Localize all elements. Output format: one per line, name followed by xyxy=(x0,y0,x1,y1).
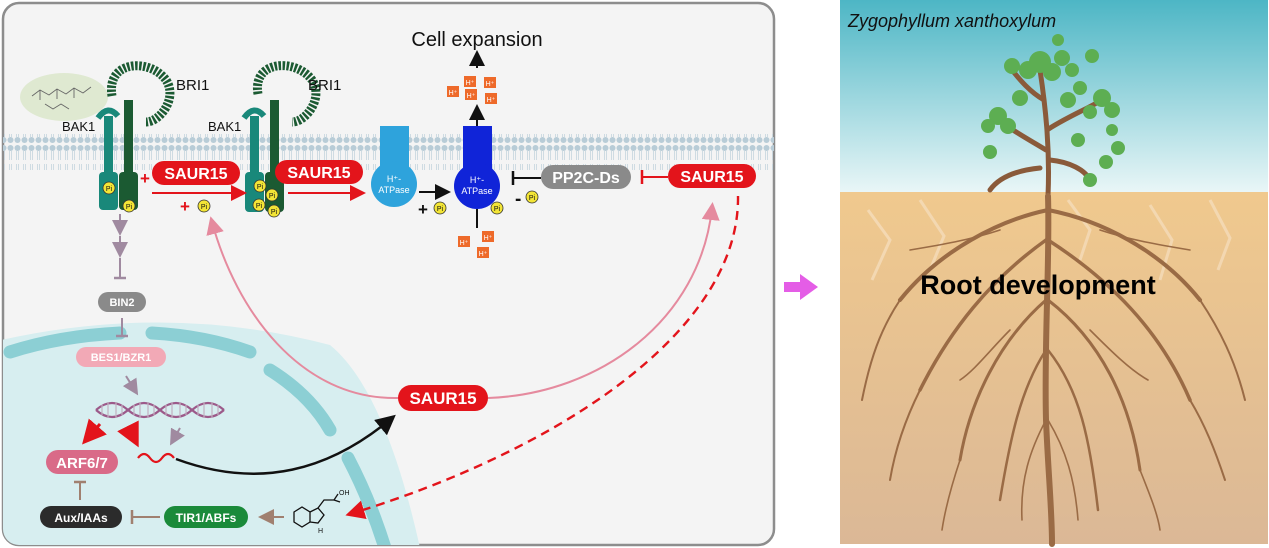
svg-text:Aux/IAAs: Aux/IAAs xyxy=(54,511,108,525)
phosphate-icon: Pi xyxy=(490,201,504,215)
plant-icon xyxy=(861,34,1246,547)
svg-text:H⁺: H⁺ xyxy=(479,251,488,258)
svg-text:H⁺: H⁺ xyxy=(487,97,496,104)
svg-text:H⁺: H⁺ xyxy=(484,235,493,242)
saur15-badge: SAUR15 xyxy=(398,385,488,411)
svg-text:Pi: Pi xyxy=(269,193,276,200)
bak1-label: BAK1 xyxy=(62,119,95,134)
saur15-to-pp2c-arrow xyxy=(487,202,720,399)
svg-text:ATPase: ATPase xyxy=(461,186,492,196)
mrna-icon xyxy=(137,452,175,464)
svg-text:ARF6/7: ARF6/7 xyxy=(56,455,108,472)
svg-text:SAUR15: SAUR15 xyxy=(164,166,227,183)
export-arrow xyxy=(175,414,396,475)
dna-icon xyxy=(95,401,225,419)
svg-text:SAUR15: SAUR15 xyxy=(680,169,743,186)
svg-text:H⁺: H⁺ xyxy=(486,81,495,88)
tir1-abfs-badge: TIR1/ABFs xyxy=(164,506,248,528)
auxin-signaling-chain xyxy=(130,510,160,524)
br-signaling-cascade xyxy=(116,318,128,338)
svg-text:Pi: Pi xyxy=(106,186,113,193)
pp2c-ds-badge: PP2C-Ds xyxy=(541,165,631,189)
svg-text:Pi: Pi xyxy=(256,203,263,210)
saur15-badge: SAUR15 xyxy=(668,164,756,188)
species-label: Zygophyllum xanthoxylum xyxy=(847,11,1056,31)
svg-text:Pi: Pi xyxy=(271,209,278,216)
auxin-signaling-chain xyxy=(74,480,86,500)
plus-sign: + xyxy=(140,169,150,188)
plant-panel: Zygophyllum xanthoxylum xyxy=(840,0,1268,547)
cell-panel: Pi Pi BRI1 BAK1 Pi Pi Pi Pi BRI1 BAK1 xyxy=(1,1,776,547)
h-atpase-active: H⁺- ATPase xyxy=(454,126,500,228)
proton-cluster-outside: H⁺ H⁺ H⁺ H⁺ H⁺ xyxy=(447,76,497,104)
svg-text:TIR1/ABFs: TIR1/ABFs xyxy=(176,511,237,525)
plus-sign: + xyxy=(418,200,428,219)
svg-text:Pi: Pi xyxy=(494,206,501,213)
bri1-label: BRI1 xyxy=(308,77,341,94)
minus-sign: - xyxy=(515,189,521,210)
saur15-badge: SAUR15 xyxy=(275,160,363,184)
aux-iaas-badge: Aux/IAAs xyxy=(40,506,122,528)
transcription-arrow xyxy=(82,418,107,445)
saur15-to-auxin-arrow xyxy=(345,195,740,519)
bin2-badge: BIN2 xyxy=(98,292,146,312)
saur15-badge: SAUR15 xyxy=(152,161,240,185)
arf6-7-badge: ARF6/7 xyxy=(46,450,118,474)
svg-text:SAUR15: SAUR15 xyxy=(409,389,476,408)
phosphate-icon: Pi Pi xyxy=(102,181,136,213)
nucleus xyxy=(3,322,420,545)
phosphate-icon: Pi Pi Pi Pi xyxy=(252,179,281,218)
svg-text:Pi: Pi xyxy=(257,184,264,191)
svg-text:H⁺: H⁺ xyxy=(460,240,469,247)
result-arrow xyxy=(784,274,818,300)
svg-text:H⁺: H⁺ xyxy=(449,90,458,97)
transcription-arrow xyxy=(170,427,185,446)
bes1-bzr1-badge: BES1/BZR1 xyxy=(76,347,166,367)
cell-expansion-label: Cell expansion xyxy=(411,29,542,51)
svg-text:OH: OH xyxy=(339,490,350,497)
svg-text:Pi: Pi xyxy=(437,206,444,213)
bak1-label: BAK1 xyxy=(208,119,241,134)
plus-sign: + xyxy=(180,197,190,216)
auxin-structure-icon: H OH xyxy=(293,490,350,535)
proton-cluster-inside: H⁺ H⁺ H⁺ xyxy=(458,231,494,258)
svg-text:PP2C-Ds: PP2C-Ds xyxy=(552,170,620,187)
svg-text:BIN2: BIN2 xyxy=(109,297,134,309)
svg-text:BES1/BZR1: BES1/BZR1 xyxy=(91,352,152,364)
receptor-complex-1 xyxy=(95,61,175,210)
svg-text:SAUR15: SAUR15 xyxy=(287,165,350,182)
root-development-label: Root development xyxy=(920,270,1156,300)
svg-text:H: H xyxy=(318,528,323,535)
svg-text:H⁺: H⁺ xyxy=(467,93,476,100)
br-signaling-cascade xyxy=(112,214,128,280)
svg-text:Pi: Pi xyxy=(201,204,208,211)
svg-text:H⁺-: H⁺- xyxy=(470,175,484,185)
svg-text:Pi: Pi xyxy=(529,195,536,202)
svg-text:ATPase: ATPase xyxy=(378,185,409,195)
transcription-arrow xyxy=(117,420,139,448)
svg-text:Pi: Pi xyxy=(126,204,133,211)
brassinolide-structure-icon xyxy=(20,73,108,121)
h-atpase-inactive: H⁺- ATPase xyxy=(371,126,417,207)
svg-text:H⁺: H⁺ xyxy=(466,80,475,87)
bri1-label: BRI1 xyxy=(176,77,209,94)
regulation-arrow xyxy=(122,375,139,396)
saur15-to-receptor-arrow xyxy=(206,216,399,400)
phosphate-icon: Pi xyxy=(197,199,211,213)
phosphate-icon: Pi xyxy=(525,190,539,204)
svg-text:H⁺-: H⁺- xyxy=(387,174,401,184)
phosphate-icon: Pi xyxy=(433,201,447,215)
